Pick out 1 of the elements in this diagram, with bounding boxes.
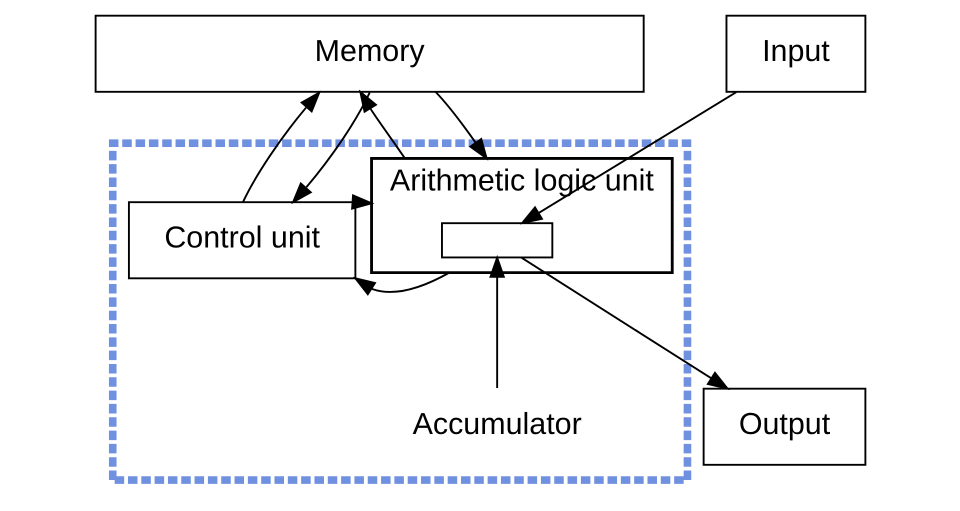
node-text: Accumulator	[412, 407, 582, 442]
